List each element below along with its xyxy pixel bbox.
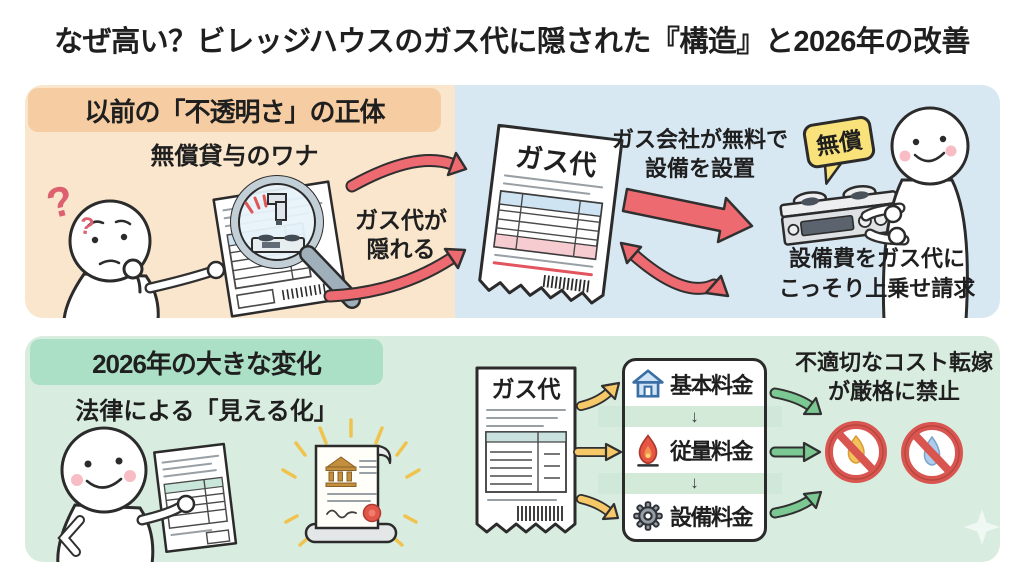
- green-arrow-equipment: [769, 490, 823, 519]
- red-arrow-install: [621, 187, 754, 244]
- gas-bill-receipt-bottom: ガス代: [475, 366, 577, 534]
- happy-person-top: [860, 106, 970, 318]
- fee-row-usage: 従量料金: [625, 427, 764, 472]
- top-section-header-label: 以前の「不透明さ」の正体: [84, 96, 385, 127]
- fee-breakdown-box: 基本料金 ↓ 従量料金 ↓: [622, 358, 767, 542]
- down-arrow-icon: ↓: [625, 406, 764, 428]
- house-icon: [632, 369, 664, 398]
- ban-note: 不適切なコスト転嫁 が厳格に禁止: [794, 350, 993, 404]
- question-mark-small-icon: ?: [77, 212, 96, 241]
- bottom-section-header-label: 2026年の大きな変化: [92, 348, 322, 379]
- green-arrow-basic: [769, 387, 823, 416]
- law-scroll-icon: [281, 418, 421, 547]
- yellow-arrow-equipment: [576, 494, 620, 521]
- fee-row-basic: 基本料金: [625, 361, 764, 406]
- bottom-section-header: 2026年の大きな変化: [30, 339, 383, 385]
- glow-rays: [281, 418, 421, 547]
- top-section-header: 以前の「不透明さ」の正体: [28, 88, 441, 132]
- top-section-subtitle: 無償貸与のワナ: [150, 143, 319, 170]
- hidden-gas-cost-note: ガス代が 隠れる: [355, 207, 447, 262]
- fee-label-basic: 基本料金: [670, 372, 754, 398]
- fee-row-equipment: 設備料金: [625, 494, 764, 539]
- gas-bill-receipt-top: ガス代: [478, 123, 624, 305]
- fee-label-equipment: 設備料金: [670, 505, 754, 531]
- transparent-bill-document: [153, 442, 238, 554]
- no-drop-prohibition-icon: [901, 422, 963, 484]
- no-flame-prohibition-icon: [825, 421, 887, 483]
- surcharge-note: 設備費をガス代に こっそり上乗せ請求: [778, 246, 976, 302]
- question-mark-icon: ?: [42, 176, 78, 228]
- free-install-note: ガス会社が無料で 設備を設置: [611, 127, 788, 182]
- gear-icon: [633, 501, 663, 532]
- down-arrow-icon: ↓: [625, 472, 764, 494]
- happy-person-bottom: [56, 426, 196, 562]
- red-double-arrow-surcharge: [619, 241, 730, 298]
- fee-label-usage: 従量料金: [670, 438, 754, 464]
- bottom-section-subtitle: 法律による「見える化」: [75, 398, 338, 425]
- confused-person: ? ?: [42, 176, 226, 318]
- green-arrow-usage: [769, 441, 822, 463]
- bill-title: ガス代: [492, 376, 561, 402]
- flame-icon: [637, 434, 659, 467]
- yellow-arrow-usage: [573, 442, 623, 462]
- bank-icon: [325, 456, 357, 487]
- red-curved-arrow-bottom: [323, 247, 467, 303]
- yellow-arrow-basic: [576, 381, 621, 411]
- hidden-equipment-icon: [244, 193, 305, 253]
- sparkle-icon: [964, 509, 1000, 545]
- page-title: なぜ高い？ビレッジハウスのガス代に隠された『構造』と2026年の改善: [54, 26, 970, 58]
- free-speech-bubble: 無償: [802, 116, 876, 185]
- red-curved-arrow-top: [345, 151, 468, 193]
